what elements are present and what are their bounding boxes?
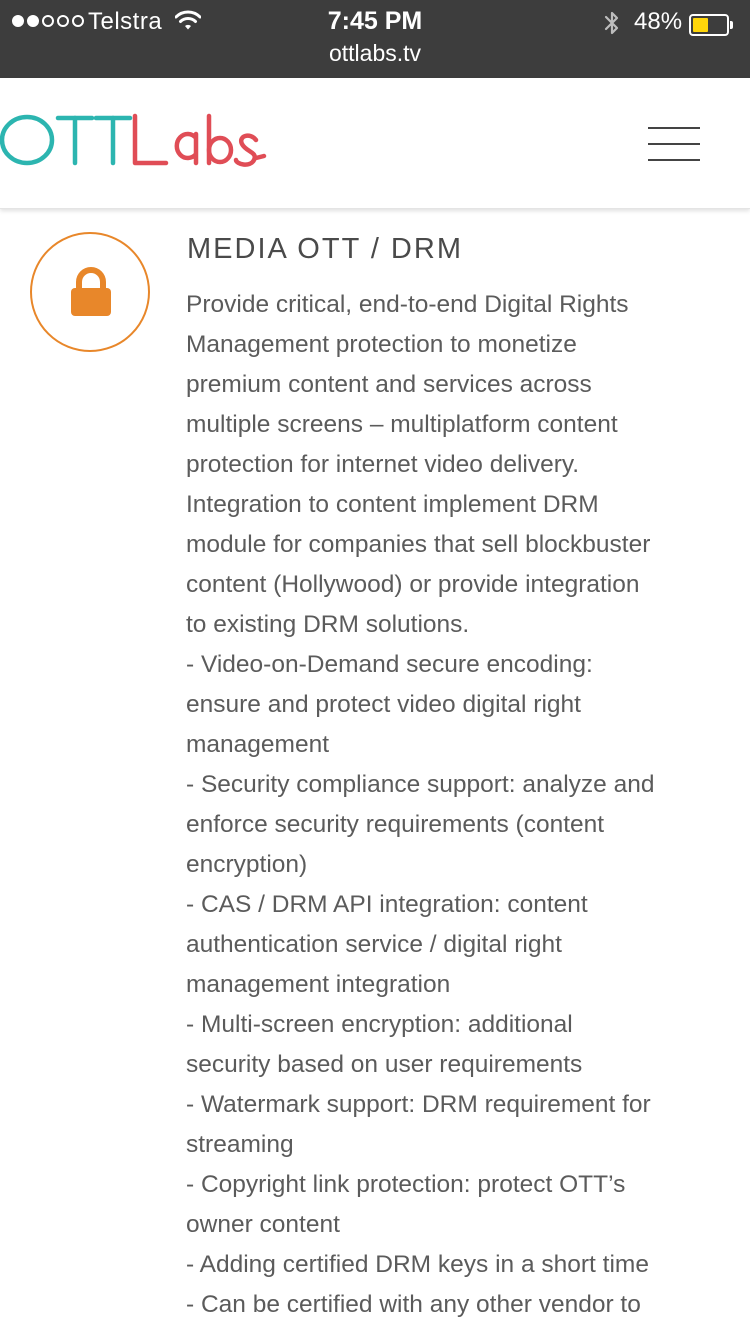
hamburger-menu-button[interactable]: [648, 126, 702, 162]
clock: 7:45 PM: [327, 7, 423, 35]
description-line: Management protection to monetize: [186, 331, 577, 358]
menu-bar-line: [648, 159, 700, 161]
description-line: protection for internet video delivery.: [186, 451, 580, 478]
description-line: multiple screens – multiplatform content: [186, 411, 618, 438]
carrier-name: Telstra: [88, 8, 163, 35]
description-line: Integration to content implement DRM: [186, 491, 599, 518]
description-line: streaming: [186, 1131, 294, 1158]
description-line: Provide critical, end-to-end Digital Rig…: [186, 291, 629, 318]
menu-bar-line: [648, 127, 700, 129]
description-line: - Video-on-Demand secure encoding:: [186, 651, 593, 678]
address-bar-url[interactable]: ottlabs.tv: [328, 40, 422, 66]
description-line: - CAS / DRM API integration: content: [186, 891, 588, 918]
ottlabs-logo[interactable]: [0, 112, 275, 174]
description-line: - Security compliance support: analyze a…: [186, 771, 655, 798]
description-line: premium content and services across: [186, 371, 592, 398]
description-line: management: [186, 731, 330, 758]
description-line: authentication service / digital right: [186, 931, 562, 958]
menu-bar-line: [648, 143, 700, 145]
description-line: security based on user requirements: [186, 1051, 583, 1078]
battery-icon: [689, 14, 735, 36]
description-line: owner content: [186, 1211, 340, 1238]
description-line: - Multi-screen encryption: additional: [186, 1011, 573, 1038]
signal-strength-icon: [12, 15, 84, 27]
site-header: [0, 78, 750, 209]
description-line: enforce security requirements (content: [186, 811, 605, 838]
description-line: to existing DRM solutions.: [186, 611, 470, 638]
description-line: ensure and protect video digital right: [186, 691, 581, 718]
battery-percentage: 48%: [634, 8, 683, 35]
bluetooth-icon: [604, 11, 619, 35]
description-line: management integration: [186, 971, 451, 998]
section-description: Provide critical, end-to-end Digital Rig…: [186, 285, 731, 1325]
lock-badge: [30, 232, 150, 352]
description-line: content (Hollywood) or provide integrati…: [186, 571, 640, 598]
lock-icon: [71, 267, 111, 316]
description-line: - Can be certified with any other vendor…: [186, 1291, 641, 1318]
section-title: MEDIA OTT / DRM: [187, 233, 463, 265]
status-bar: Telstra 7:45 PM 48% ottlabs.tv: [0, 0, 750, 78]
description-line: - Adding certified DRM keys in a short t…: [186, 1251, 649, 1278]
description-line: - Watermark support: DRM requirement for: [186, 1091, 651, 1118]
wifi-icon: [175, 10, 201, 30]
description-line: - Copyright link protection: protect OTT…: [186, 1171, 626, 1198]
description-line: module for companies that sell blockbust…: [186, 531, 651, 558]
description-line: encryption): [186, 851, 308, 878]
